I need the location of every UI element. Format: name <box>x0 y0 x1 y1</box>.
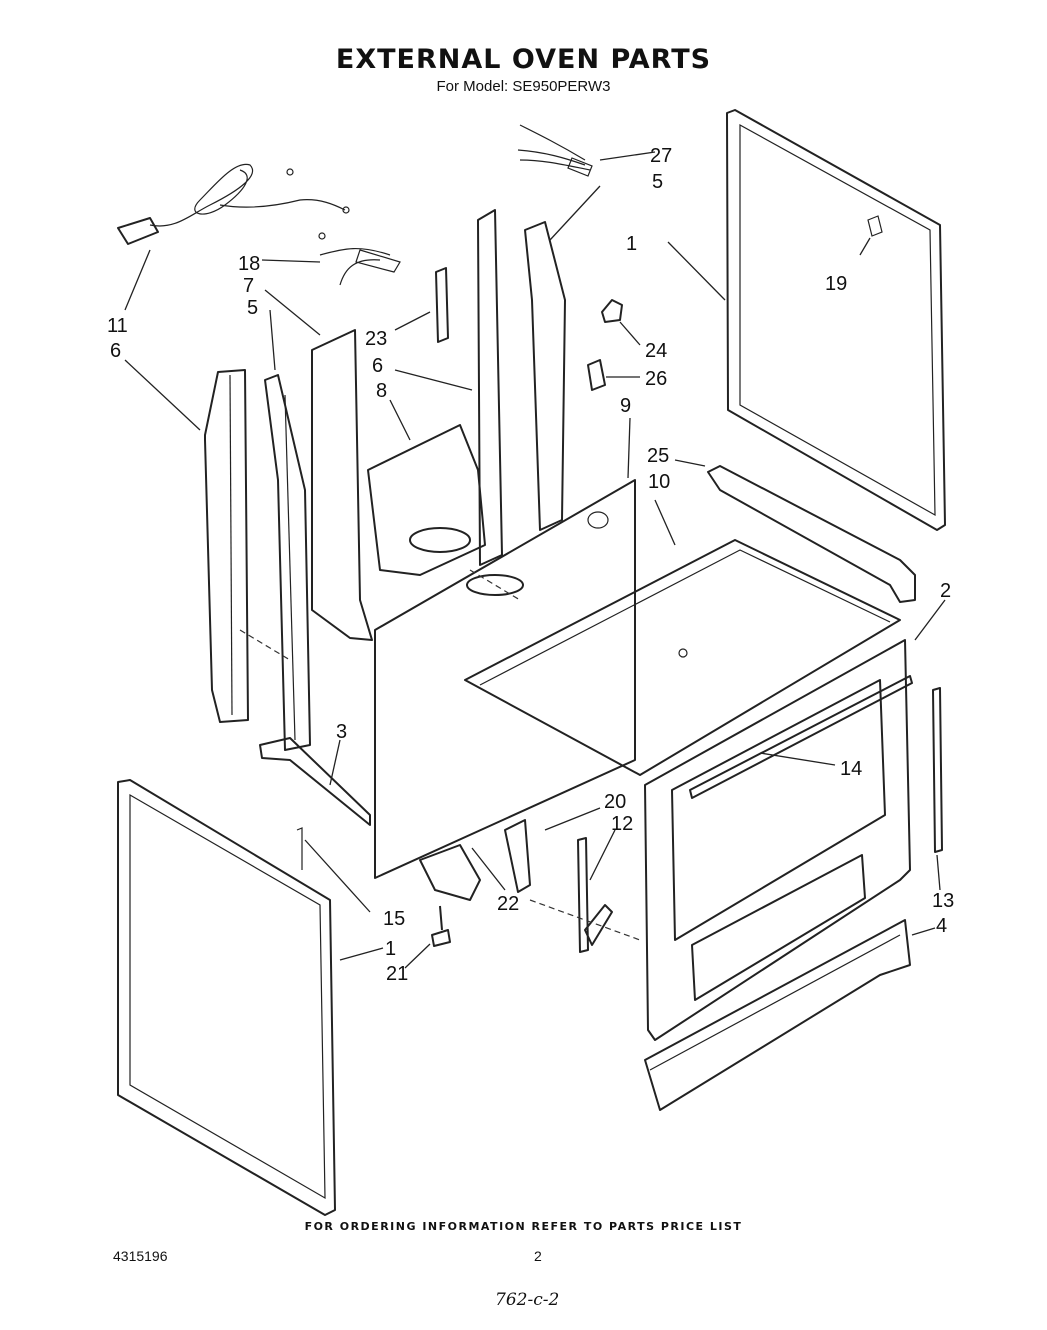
terminal-block-wires <box>517 124 593 177</box>
wire-harness <box>319 247 401 286</box>
hinge-12 <box>577 837 613 953</box>
callout: 26 <box>645 368 667 390</box>
callout: 19 <box>825 273 847 295</box>
callout: 7 <box>243 275 254 297</box>
callout: 25 <box>647 445 669 467</box>
front-channel-left <box>264 374 311 751</box>
callout: 5 <box>652 171 663 193</box>
rear-side-panel <box>311 329 373 641</box>
callout: 6 <box>372 355 383 377</box>
front-frame <box>644 639 911 1041</box>
clip-24 <box>601 299 623 323</box>
callout: 15 <box>383 908 405 930</box>
callout: 20 <box>604 791 626 813</box>
strip-13 <box>932 687 943 853</box>
callout: 11 <box>107 315 128 337</box>
kick-plate <box>644 919 911 1111</box>
callout: 4 <box>936 915 947 937</box>
callout: 23 <box>365 328 387 350</box>
callout: 5 <box>247 297 258 319</box>
handwritten-note: 762-c-2 <box>495 1290 560 1310</box>
callout: 9 <box>620 395 631 417</box>
ordering-note: FOR ORDERING INFORMATION REFER TO PARTS … <box>304 1220 743 1233</box>
screw-21 <box>431 905 451 947</box>
bracket-3 <box>259 737 371 826</box>
callout: 1 <box>385 938 396 960</box>
bottom-door-frame <box>117 779 336 1216</box>
bottom-bracket <box>419 844 481 901</box>
callout: 24 <box>645 340 667 362</box>
callout: 21 <box>386 963 408 985</box>
callout: 18 <box>238 253 260 275</box>
oven-rear-wall <box>374 479 636 879</box>
callout: 6 <box>110 340 121 362</box>
rail-14 <box>689 675 913 799</box>
callout: 1 <box>626 233 637 255</box>
callout: 14 <box>840 758 862 780</box>
callout: 27 <box>650 145 672 167</box>
front-channel-right <box>524 221 566 531</box>
document-number: 4315196 <box>113 1248 168 1264</box>
model-subtitle: For Model: SE950PERW3 <box>436 78 611 95</box>
callout: 2 <box>940 580 951 602</box>
callout: 22 <box>497 893 519 915</box>
screw-15 <box>296 827 303 870</box>
callout: 12 <box>611 813 633 835</box>
bracket-23 <box>435 267 449 343</box>
top-panel <box>464 539 901 776</box>
center-channel <box>477 209 503 566</box>
side-panel-left <box>204 369 249 723</box>
top-door-frame <box>726 109 946 531</box>
page-title: EXTERNAL OVEN PARTS <box>335 44 712 75</box>
page-number: 2 <box>534 1248 542 1264</box>
clip-26 <box>587 359 606 391</box>
bracket-20 <box>504 819 531 893</box>
oven-vent-duct <box>367 424 486 576</box>
callout: 3 <box>336 721 347 743</box>
power-cord <box>117 163 350 245</box>
callout: 8 <box>376 380 387 402</box>
callout: 10 <box>648 471 670 493</box>
door-gasket-25 <box>707 465 916 603</box>
callout: 13 <box>932 890 954 912</box>
